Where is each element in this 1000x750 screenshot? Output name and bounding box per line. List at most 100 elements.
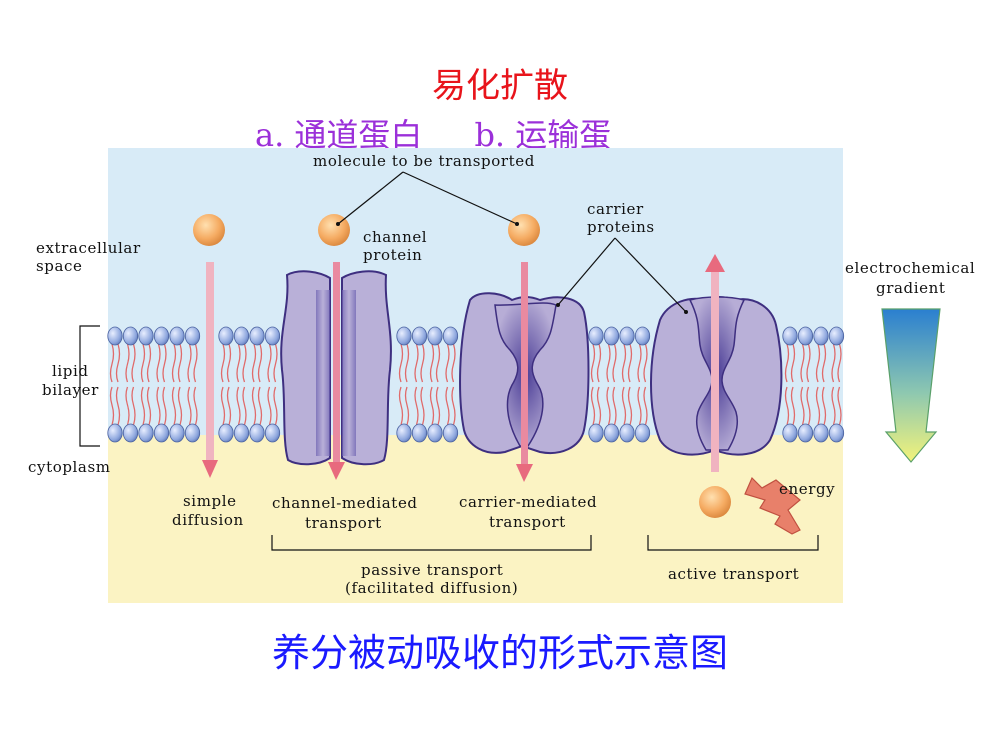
lipid-tail [429,343,435,383]
lipid-tail [398,386,404,426]
lipid-head [184,326,201,346]
channel-protein [280,270,392,466]
lipid-tail [131,343,136,383]
subtitle-carrier-protein: b. 运输蛋 [474,116,612,154]
lipid-tail [193,343,198,383]
lipid-head [107,423,123,443]
lipid-tail [177,386,183,426]
lipid-tail [837,343,842,383]
lipid-head [797,423,814,443]
label-channel: channel [363,228,427,246]
subtitle-channel-protein: a. 通道蛋白 [255,116,423,154]
lipid-tail [109,386,115,426]
lipid-head [411,423,428,443]
lipid-head [122,423,139,443]
lipid-head [218,423,234,443]
lipid-tail [831,386,836,426]
label-molecule: molecule to be transported [313,152,535,170]
lipid-tail [800,386,805,426]
lipid-tail [226,386,232,426]
lipid-head [122,326,139,346]
lipid-head [264,423,281,443]
lipid-tail [162,386,167,426]
lipid-head [264,326,281,346]
lipid-tail [621,386,627,426]
lipid-bilayer [107,326,845,443]
lipid-head [233,326,250,346]
lipid-head [813,326,829,346]
lipid-tail [273,386,278,426]
lipid-tail [193,386,198,426]
channel-transport-arrow [328,262,345,480]
lipid-tail [643,343,648,383]
lipid-tail [109,343,115,383]
lipid-head [813,423,829,443]
lipid-head [218,326,234,346]
lipid-tail [267,386,272,426]
lipid-tail [251,343,257,383]
bilayer-bracket [79,325,100,447]
lipid-tail [236,386,241,426]
lipid-tail [414,343,419,383]
electrochemical-gradient-arrow [881,308,941,463]
lipid-tail [177,343,183,383]
lipid-tail [445,386,450,426]
lipid-tail [612,386,617,426]
label-carrier: carrier [587,200,644,218]
lipid-head [153,326,170,346]
lipid-tail [146,386,152,426]
lipid-tail [171,386,177,426]
label-facilitated: (facilitated diffusion) [345,579,518,597]
carrier-transport-arrow [516,262,533,482]
lipid-tail [420,343,425,383]
lipid-head [828,326,845,346]
label-proteins: proteins [587,218,655,236]
lipid-tail [596,343,602,383]
label-protein: protein [363,246,422,264]
lipid-tail [451,386,456,426]
lipid-tail [125,343,130,383]
lipid-tail [784,386,790,426]
lipid-tail [140,386,146,426]
molecule-channel [318,214,350,246]
lipid-tail [815,386,821,426]
cytoplasm-region [108,435,843,603]
label-diffusion: diffusion [172,511,244,529]
lipid-tail [404,343,410,383]
lipid-head [634,326,651,346]
lipid-tail [220,343,226,383]
lipid-tail [837,386,842,426]
lipid-tail [414,386,419,426]
lipid-tail [627,343,633,383]
lipid-head [427,326,443,346]
lipid-tail [115,343,121,383]
lipid-head [619,326,635,346]
lipid-head [442,423,459,443]
lipid-head [588,326,604,346]
lipid-head [603,423,620,443]
passive-bracket [271,535,592,551]
lipid-tail [637,343,642,383]
label-channel-mediated: channel-mediated [272,494,418,512]
energy-arrow [744,476,801,535]
label-passive: passive transport [361,561,503,579]
lipid-tail [398,343,404,383]
label-lipid: lipid [52,362,89,380]
lipid-head [619,423,635,443]
lipid-head [828,423,845,443]
lipid-tail [226,343,232,383]
lipid-tail [171,343,177,383]
subtitle: a. 通道蛋白 b. 运输蛋 [255,110,611,156]
lipid-tail [429,386,435,426]
label-cytoplasm: cytoplasm [28,458,111,476]
lipid-head [603,326,620,346]
lipid-tail [445,343,450,383]
lipid-tail [800,343,805,383]
lipid-tail [590,386,596,426]
page-title: 易化扩散 [432,66,568,106]
label-energy: energy [779,480,835,498]
lipid-tail [606,386,611,426]
lipid-head [427,423,443,443]
lipid-tail [156,386,161,426]
